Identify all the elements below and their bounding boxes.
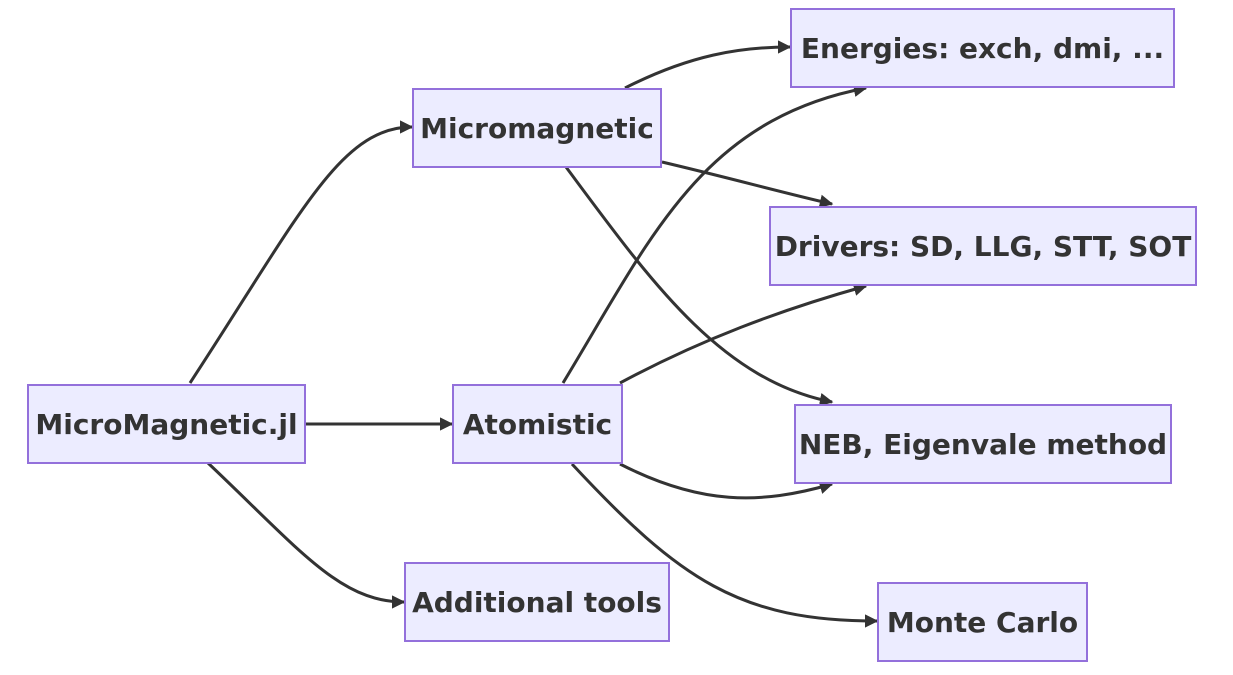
edge-micromagnetic-to-neb xyxy=(564,166,834,407)
edge-atomistic-to-monte-carlo xyxy=(570,462,879,628)
edge-atomistic-to-drivers xyxy=(619,282,868,385)
node-atomistic[interactable]: Atomistic xyxy=(452,384,623,464)
edge-micromagnetic-jl-to-additional-tools xyxy=(206,461,406,609)
node-drivers[interactable]: Drivers: SD, LLG, STT, SOT xyxy=(769,206,1197,286)
edge-atomistic-to-energies xyxy=(561,83,868,384)
node-micromagnetic-jl[interactable]: MicroMagnetic.jl xyxy=(27,384,306,464)
node-energies[interactable]: Energies: exch, dmi, ... xyxy=(790,8,1175,88)
edge-atomistic-to-neb xyxy=(619,462,834,500)
node-neb[interactable]: NEB, Eigenvale method xyxy=(794,404,1172,484)
edge-micromagnetic-jl-to-micromagnetic xyxy=(188,120,414,384)
node-additional-tools[interactable]: Additional tools xyxy=(404,562,670,642)
node-monte-carlo[interactable]: Monte Carlo xyxy=(877,582,1088,662)
edge-micromagnetic-to-energies xyxy=(624,40,792,90)
edge-micromagnetic-to-drivers xyxy=(661,160,834,208)
node-micromagnetic[interactable]: Micromagnetic xyxy=(412,88,662,168)
